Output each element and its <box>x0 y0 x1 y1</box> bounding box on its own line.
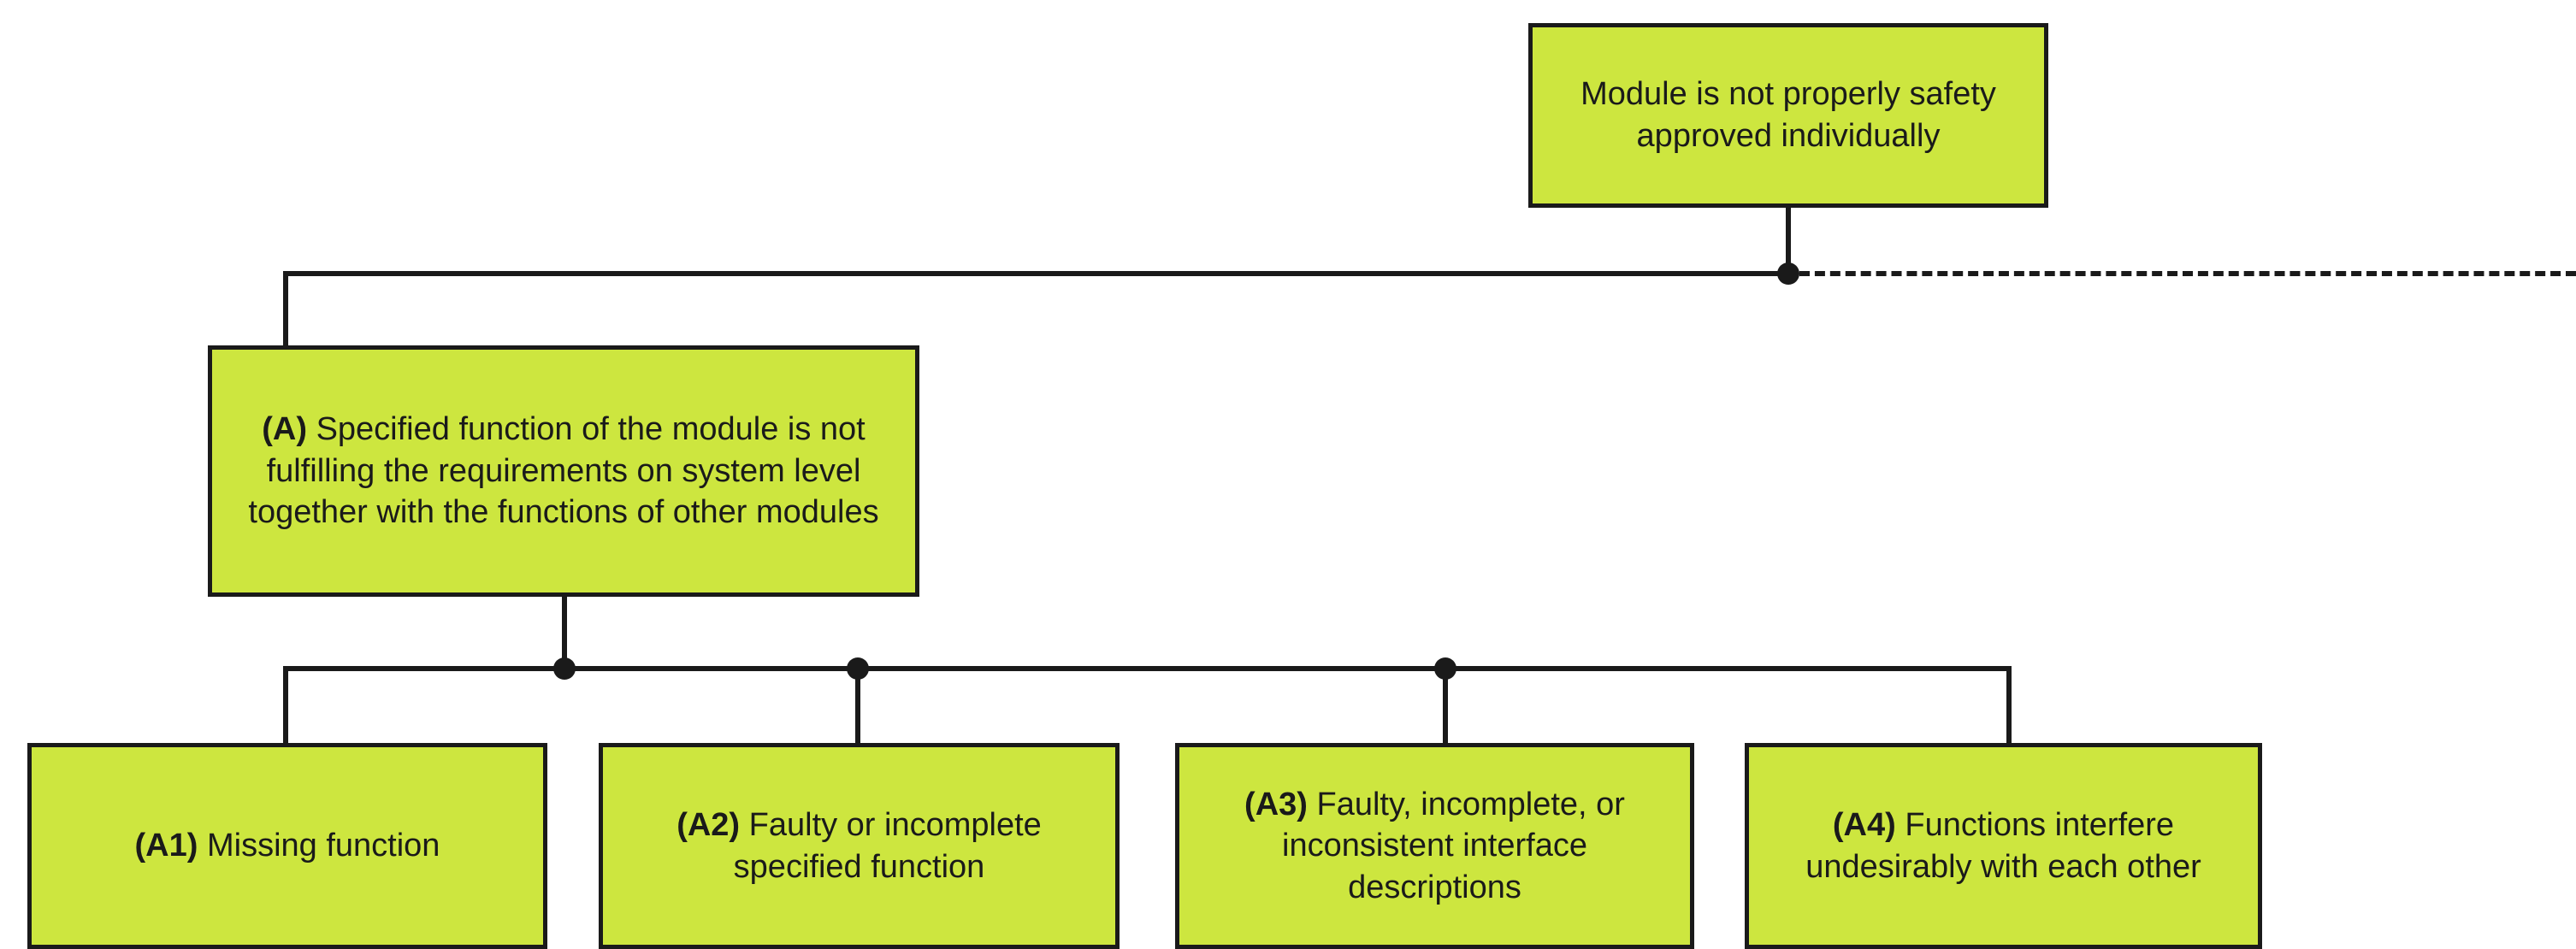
node-a3-label: (A3) Faulty, incomplete, or inconsistent… <box>1191 784 1678 909</box>
node-a2-tag: (A2) <box>676 806 741 843</box>
edge-to-node-a4 <box>2006 666 2012 745</box>
node-a1-tag: (A1) <box>134 828 198 864</box>
junction-dot-a2a3 <box>847 657 869 680</box>
junction-dot-a3a4 <box>1434 657 1456 680</box>
junction-dot-root <box>1777 262 1799 285</box>
edge-a-stub <box>562 597 567 671</box>
edge-to-node-a <box>283 271 288 348</box>
node-a: (A) Specified function of the module is … <box>208 345 919 597</box>
node-a2-text: Faulty or incomplete specified function <box>733 806 1042 885</box>
node-a-text: Specified function of the module is not … <box>248 411 879 531</box>
node-a2-label: (A2) Faulty or incomplete specified func… <box>615 805 1103 887</box>
edge-root-bus <box>283 271 1788 276</box>
node-a1-text: Missing function <box>206 828 440 864</box>
edge-root-stub <box>1786 208 1791 276</box>
edge-to-node-a1 <box>283 666 288 745</box>
node-a4: (A4) Functions interfere undesirably wit… <box>1745 743 2262 949</box>
node-a3-tag: (A3) <box>1244 786 1308 822</box>
node-a-label: (A) Specified function of the module is … <box>224 409 903 533</box>
node-a3-text: Faulty, incomplete, or inconsistent inte… <box>1282 786 1625 905</box>
edge-children-bus <box>283 666 2012 671</box>
node-a4-label: (A4) Functions interfere undesirably wit… <box>1761 805 2246 887</box>
junction-dot-a1a2 <box>553 657 576 680</box>
node-root: Module is not properly safety approved i… <box>1528 23 2048 208</box>
edge-dashed-continuation <box>1799 271 2576 276</box>
node-a1-label: (A1) Missing function <box>44 825 531 867</box>
edge-to-node-a2 <box>855 666 860 745</box>
node-root-label: Module is not properly safety approved i… <box>1580 76 1996 154</box>
node-a3: (A3) Faulty, incomplete, or inconsistent… <box>1175 743 1694 949</box>
node-a1: (A1) Missing function <box>27 743 547 949</box>
node-a2: (A2) Faulty or incomplete specified func… <box>599 743 1120 949</box>
node-a-tag: (A) <box>262 411 307 448</box>
edge-to-node-a3 <box>1443 666 1448 745</box>
node-a4-tag: (A4) <box>1832 806 1896 843</box>
node-a4-text: Functions interfere undesirably with eac… <box>1805 806 2201 885</box>
